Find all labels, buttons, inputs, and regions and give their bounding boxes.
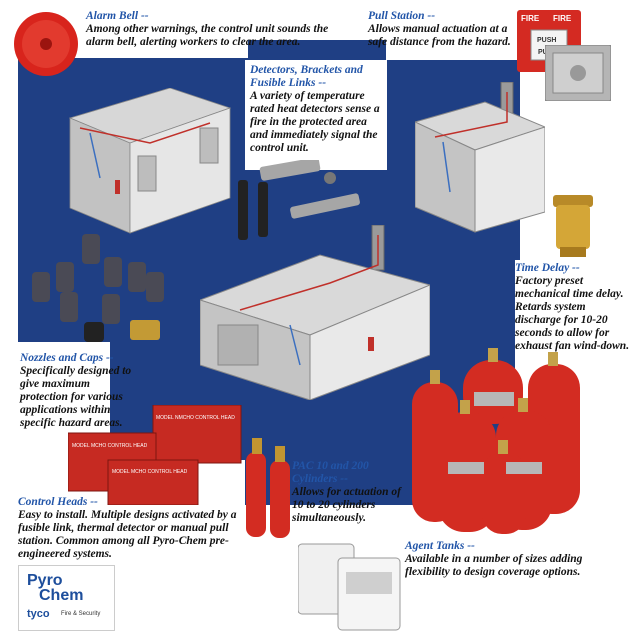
control-heads-illustration: MODEL NMCHO CONTROL HEAD MODEL MCHO CONT… bbox=[68, 405, 242, 505]
logo-line-2: Chem bbox=[39, 587, 84, 604]
callout-agent-tanks-title: Agent Tanks -- bbox=[405, 540, 475, 552]
callout-control-heads-body: Easy to install. Multiple designs activa… bbox=[18, 509, 237, 560]
callout-agent-tanks-body: Available in a number of sizes adding fl… bbox=[405, 553, 583, 578]
callout-pull-station-title: Pull Station -- bbox=[368, 10, 436, 22]
control-head-label-1: MODEL NMCHO CONTROL HEAD bbox=[156, 415, 235, 421]
callout-time-delay-title: Time Delay -- bbox=[515, 262, 580, 274]
callout-time-delay-body: Factory preset mechanical time delay. Re… bbox=[515, 275, 630, 352]
hood-illustration-right bbox=[415, 82, 545, 233]
callout-alarm-bell-title: Alarm Bell -- bbox=[86, 10, 149, 22]
logo-tag: Fire & Security bbox=[61, 611, 101, 617]
callout-pull-station: Pull Station -- Allows manual actuation … bbox=[368, 10, 518, 49]
callout-pac: PAC 10 and 200 Cylinders -- Allows for a… bbox=[292, 460, 407, 525]
pull-station-box-icon bbox=[545, 45, 611, 101]
logo-line-1: Pyro bbox=[27, 572, 63, 589]
callout-nozzles-body: Specifically designed to give maximum pr… bbox=[20, 365, 132, 429]
callout-nozzles-title: Nozzles and Caps -- bbox=[20, 352, 114, 364]
callout-control-heads: Control Heads -- Easy to install. Multip… bbox=[18, 496, 246, 561]
callout-detectors-title: Detectors, Brackets and Fusible Links -- bbox=[250, 64, 363, 89]
spray-booth-illustration-left bbox=[68, 88, 232, 234]
callout-detectors: Detectors, Brackets and Fusible Links --… bbox=[250, 64, 380, 155]
nozzles-and-caps-illustration bbox=[32, 234, 164, 342]
callout-time-delay: Time Delay -- Factory preset mechanical … bbox=[515, 262, 633, 353]
pull-station-push: PUSH bbox=[537, 37, 556, 44]
callout-alarm-bell: Alarm Bell -- Among other warnings, the … bbox=[86, 10, 341, 49]
callout-pull-station-body: Allows manual actuation at a safe distan… bbox=[368, 23, 511, 48]
detectors-illustration bbox=[238, 160, 360, 240]
control-head-label-2: MODEL MCHO CONTROL HEAD bbox=[72, 443, 148, 449]
alarm-bell-icon bbox=[14, 12, 78, 76]
callout-alarm-bell-body: Among other warnings, the control unit s… bbox=[86, 23, 329, 48]
pull-station-fire-left: FIRE bbox=[521, 14, 540, 23]
logo-brand: tyco bbox=[27, 608, 50, 620]
detectors-callout-bg bbox=[245, 60, 387, 170]
kitchen-booth-illustration-center bbox=[200, 225, 430, 400]
callout-control-heads-title: Control Heads -- bbox=[18, 496, 98, 508]
pull-station-fire-right: FIRE bbox=[553, 14, 572, 23]
control-head-label-3: MODEL MCHO CONTROL HEAD bbox=[112, 469, 188, 475]
time-delay-icon bbox=[553, 195, 593, 257]
pac-cylinders-illustration bbox=[246, 438, 290, 538]
callout-pac-title: PAC 10 and 200 Cylinders -- bbox=[292, 460, 369, 485]
callout-detectors-body: A variety of temperature rated heat dete… bbox=[250, 90, 380, 154]
callout-nozzles: Nozzles and Caps -- Specifically designe… bbox=[20, 352, 135, 430]
callout-pac-body: Allows for actuation of 10 to 20 cylinde… bbox=[292, 486, 401, 524]
blue-panel-right-strip bbox=[505, 255, 515, 375]
agent-tanks-illustration bbox=[412, 348, 580, 534]
callout-agent-tanks: Agent Tanks -- Available in a number of … bbox=[405, 540, 595, 579]
agent-buckets-illustration bbox=[298, 543, 401, 631]
pyro-chem-logo: Pyro Chem tyco Fire & Security bbox=[18, 565, 115, 631]
